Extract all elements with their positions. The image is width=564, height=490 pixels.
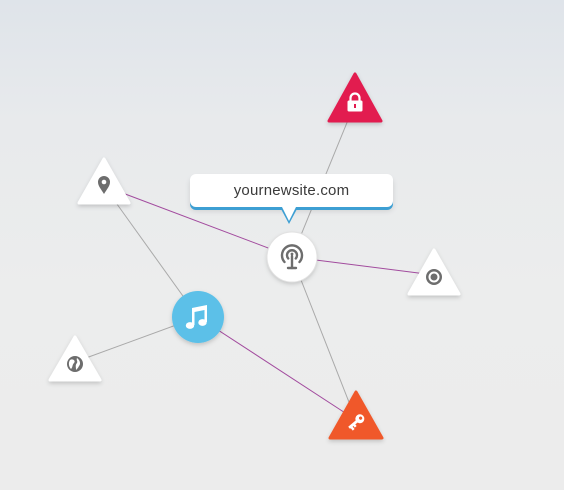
- tooltip-pointer: [282, 207, 296, 221]
- node-music[interactable]: [172, 291, 224, 343]
- lock-icon: [347, 92, 363, 112]
- node-key[interactable]: [328, 390, 384, 440]
- link-music-key: [197, 316, 357, 421]
- url-tooltip-text: yournewsite.com: [233, 182, 350, 199]
- key-icon: [348, 414, 365, 431]
- node-location-pin[interactable]: [77, 157, 131, 205]
- link-broadcast-key: [291, 256, 357, 421]
- node-target[interactable]: [407, 248, 461, 296]
- url-tooltip: yournewsite.com: [190, 174, 393, 224]
- link-pin-music: [103, 185, 199, 318]
- location-pin-icon: [98, 176, 110, 194]
- node-lock[interactable]: [327, 72, 383, 123]
- node-broadcast[interactable]: [266, 231, 318, 283]
- link-pin-broadcast: [103, 185, 293, 258]
- music-note-icon: [185, 305, 207, 329]
- connection-lines: [74, 102, 435, 421]
- node-globe[interactable]: [48, 335, 102, 382]
- target-icon: [426, 269, 442, 285]
- broadcast-tower-icon: [280, 244, 304, 270]
- globe-icon: [67, 356, 83, 372]
